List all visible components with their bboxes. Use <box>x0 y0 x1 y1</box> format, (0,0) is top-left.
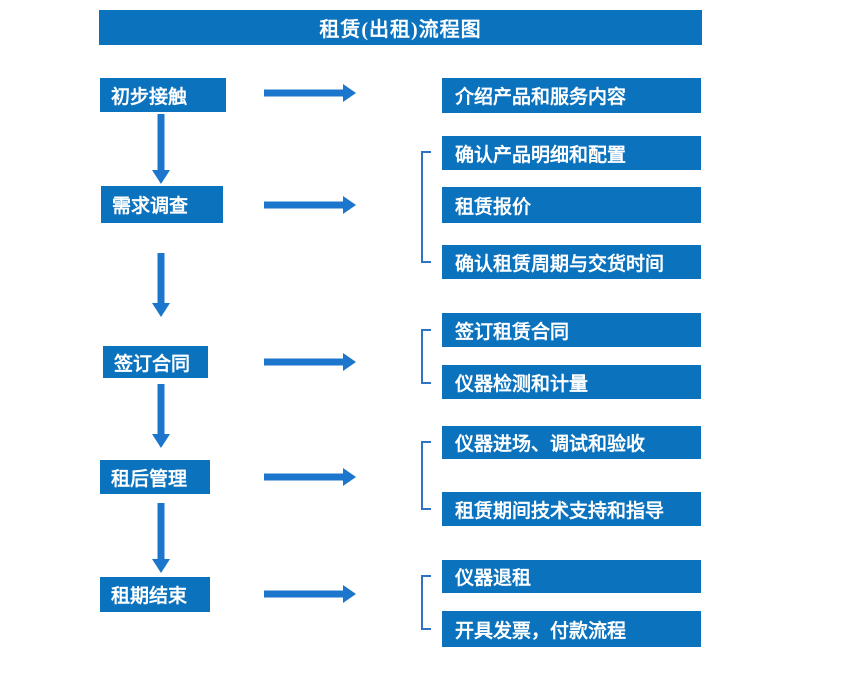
step-demand-survey: 需求调查 <box>101 186 223 223</box>
detail-box: 确认产品明细和配置 <box>442 136 701 170</box>
arrow-right-connector <box>264 468 356 486</box>
step-initial-contact: 初步接触 <box>100 78 226 112</box>
step-post-rental-management: 租后管理 <box>100 460 210 494</box>
detail-label: 开具发票，付款流程 <box>455 620 627 642</box>
detail-label: 签订租赁合同 <box>455 321 570 343</box>
step-label: 初步接触 <box>111 86 188 108</box>
detail-box: 仪器检测和计量 <box>442 365 701 399</box>
step-label: 需求调查 <box>112 196 189 217</box>
detail-label: 仪器检测和计量 <box>455 373 589 395</box>
detail-box: 开具发票，付款流程 <box>442 611 701 647</box>
group-bracket <box>421 575 431 630</box>
detail-box: 租赁报价 <box>442 187 701 223</box>
step-label: 租后管理 <box>111 468 188 490</box>
detail-label: 确认租赁周期与交货时间 <box>455 253 665 275</box>
step-sign-contract: 签订合同 <box>103 346 208 378</box>
detail-box: 租赁期间技术支持和指导 <box>442 492 701 526</box>
arrow-down-connector <box>152 114 170 184</box>
detail-box: 仪器退租 <box>442 560 701 593</box>
group-bracket <box>421 441 431 510</box>
detail-label: 介绍产品和服务内容 <box>455 87 627 108</box>
arrow-down-connector <box>152 503 170 573</box>
step-label: 租期结束 <box>111 586 188 607</box>
arrow-right-connector <box>264 585 356 603</box>
page-title: 租赁(出租)流程图 <box>319 19 482 41</box>
title-bar: 租赁(出租)流程图 <box>99 10 702 45</box>
step-rental-end: 租期结束 <box>100 577 210 612</box>
step-label: 签订合同 <box>114 353 191 375</box>
arrow-right-connector <box>264 196 356 214</box>
arrow-right-connector <box>264 353 356 371</box>
arrow-down-connector <box>152 253 170 317</box>
group-bracket <box>421 329 431 384</box>
detail-label: 租赁报价 <box>455 196 532 218</box>
detail-label: 确认产品明细和配置 <box>455 144 627 166</box>
group-bracket <box>421 151 431 263</box>
detail-box: 介绍产品和服务内容 <box>442 78 701 113</box>
arrow-down-connector <box>152 384 170 448</box>
detail-box: 仪器进场、调试和验收 <box>442 426 701 459</box>
detail-label: 仪器进场、调试和验收 <box>455 434 646 455</box>
detail-label: 仪器退租 <box>455 568 532 589</box>
detail-label: 租赁期间技术支持和指导 <box>455 500 665 522</box>
detail-box: 确认租赁周期与交货时间 <box>442 245 701 279</box>
detail-box: 签订租赁合同 <box>442 313 701 347</box>
arrow-right-connector <box>264 84 356 102</box>
